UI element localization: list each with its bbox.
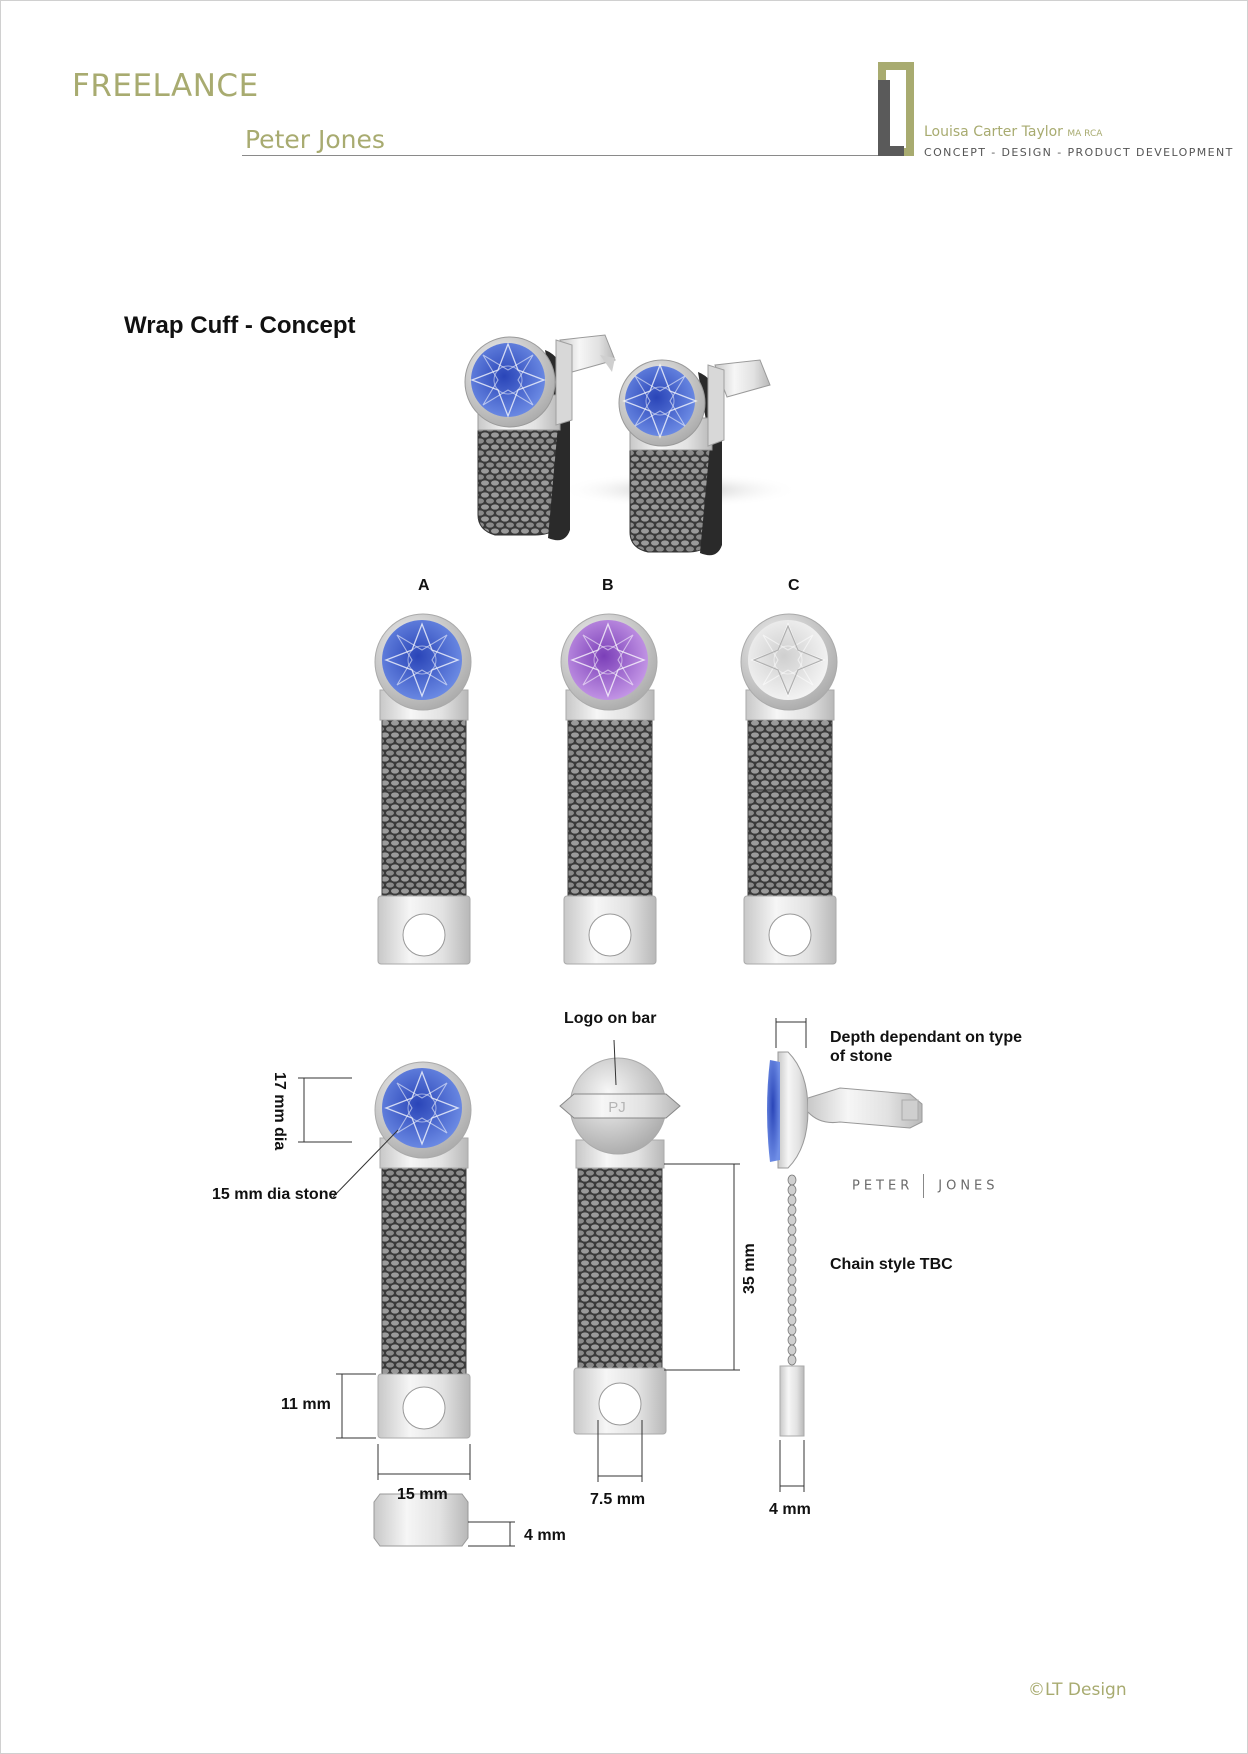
cufflink-pair-render: [464, 334, 800, 556]
thickness-profile: [373, 1493, 469, 1547]
stone-size-label: 15 mm dia stone: [212, 1186, 338, 1203]
dimension-11mm: 11 mm: [281, 1396, 331, 1413]
logo-left-word: PETER: [852, 1178, 914, 1194]
logo-on-bar-label: Logo on bar: [564, 1010, 657, 1027]
variant-b: [560, 613, 658, 965]
logo-separator: [923, 1174, 925, 1198]
front-dimension-lines: [298, 1077, 471, 1480]
brand-name: Louisa Carter Taylor MA RCA: [924, 124, 1102, 140]
bar-logo: PJ: [608, 1099, 626, 1116]
dimension-17mm-dia: 17 mm dia: [271, 1072, 288, 1151]
depth-note-line1: Depth dependant on type: [830, 1029, 1022, 1046]
variant-c: [740, 613, 838, 965]
variant-label-a: A: [418, 577, 430, 594]
dimension-4mm-bar: 4 mm: [769, 1501, 811, 1518]
cufflink-render-left: [464, 334, 616, 541]
back-view: PJ: [559, 1039, 740, 1482]
page-title: Wrap Cuff - Concept: [124, 312, 356, 339]
client-name: Peter Jones: [245, 125, 385, 154]
back-dimension-lines: [597, 1039, 740, 1482]
logo-right-word: JONES: [938, 1178, 999, 1194]
header-rule: [242, 155, 882, 156]
depth-note-line2: of stone: [830, 1048, 893, 1065]
variant-label-c: C: [788, 577, 800, 594]
side-view: [767, 1018, 923, 1492]
brand-tagline: CONCEPT - DESIGN - PRODUCT DEVELOPMENT: [924, 146, 1234, 159]
dimension-35mm: 35 mm: [741, 1243, 758, 1294]
t-bar: [559, 1093, 681, 1119]
front-view: [298, 1061, 515, 1547]
peter-jones-logo: PETER JONES: [852, 1174, 999, 1198]
chain: [787, 1174, 797, 1366]
end-bar: [779, 1365, 805, 1437]
dimension-15mm: 15 mm: [397, 1486, 448, 1503]
side-dimension-lines: [775, 1018, 807, 1492]
copyright: ©LT Design: [1028, 1680, 1127, 1700]
cufflink-render-right: [618, 359, 771, 556]
dimension-4mm-thickness: 4 mm: [524, 1527, 566, 1544]
brand-name-text: Louisa Carter Taylor: [924, 124, 1063, 140]
dimension-7-5mm: 7.5 mm: [590, 1491, 646, 1508]
section-label: FREELANCE: [72, 68, 259, 104]
chain-style-note: Chain style TBC: [830, 1256, 953, 1273]
variant-label-b: B: [602, 577, 614, 594]
thickness-dimension-lines: [468, 1521, 515, 1547]
variant-a: [374, 613, 472, 965]
brand-suffix: MA RCA: [1067, 129, 1103, 139]
